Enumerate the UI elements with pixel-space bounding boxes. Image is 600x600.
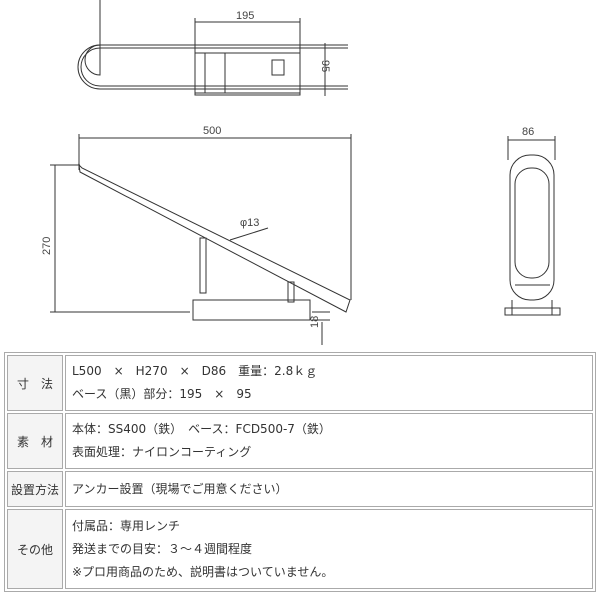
- table-row: 素 材 本体：SS400（鉄） ベース：FCD500-7（鉄） 表面処理：ナイロン…: [7, 413, 593, 469]
- row-label: 寸 法: [7, 355, 63, 411]
- technical-drawing: 195 95 500 270 φ13 18 86: [41, 0, 561, 345]
- side-view: 500 270 φ13 18: [41, 125, 352, 345]
- table-row: 寸 法 L500 × H270 × D86 重量：2.8ｋｇ ベース（黒）部分：1…: [7, 355, 593, 411]
- row-line: 発送までの目安：３～４週間程度: [72, 541, 253, 556]
- dim-pipe: φ13: [240, 217, 259, 229]
- front-view: 86: [504, 126, 561, 316]
- top-view: 195 95: [77, 0, 348, 96]
- row-label: その他: [7, 509, 63, 589]
- row-label: 設置方法: [7, 471, 63, 507]
- dim-length: 500: [203, 125, 221, 137]
- row-label: 素 材: [7, 413, 63, 469]
- row-line: 付属品：専用レンチ: [72, 518, 181, 533]
- dim-top-width: 195: [236, 10, 254, 22]
- table-row: その他 付属品：専用レンチ発送までの目安：３～４週間程度 ※プロ用商品のため、説明…: [7, 509, 593, 589]
- row-line: L500 × H270 × D86 重量：2.8ｋｇ: [72, 364, 318, 378]
- dim-top-height: 95: [319, 60, 331, 72]
- row-line: ※プロ用商品のため、説明書はついていません。: [72, 564, 334, 579]
- row-line: アンカー設置（現場でご用意ください）: [72, 481, 288, 496]
- dim-base: 18: [309, 316, 321, 328]
- row-line: 本体：SS400（鉄） ベース：FCD500-7（鉄）: [72, 422, 331, 436]
- spec-table: 寸 法 L500 × H270 × D86 重量：2.8ｋｇ ベース（黒）部分：1…: [4, 352, 596, 592]
- row-line: ベース（黒）部分：195 × 95: [72, 387, 252, 401]
- row-line: 表面処理：ナイロンコーティング: [72, 445, 252, 459]
- dim-height: 270: [41, 237, 53, 255]
- dim-depth: 86: [522, 126, 534, 138]
- table-row: 設置方法 アンカー設置（現場でご用意ください）: [7, 471, 593, 507]
